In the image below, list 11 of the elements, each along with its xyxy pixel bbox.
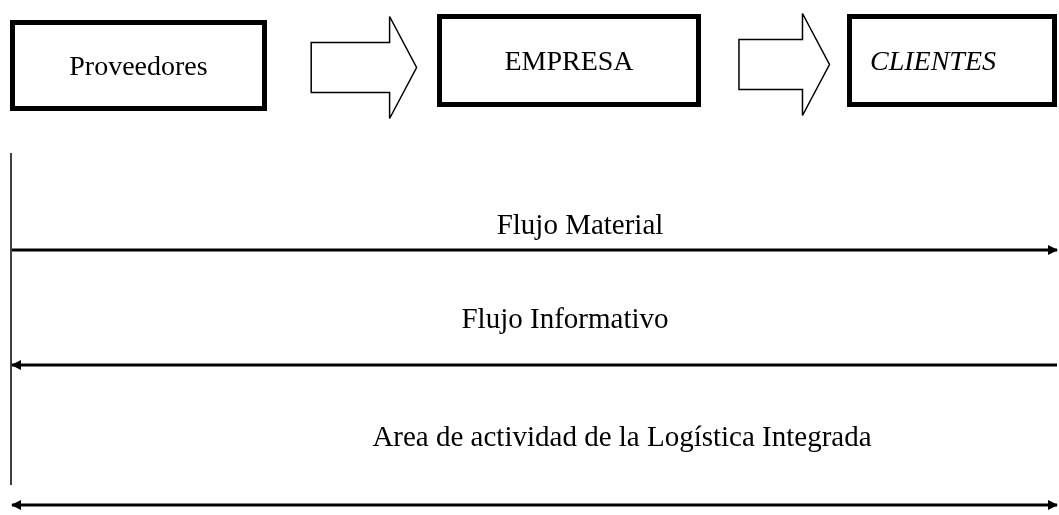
entity-name: EMPRESA [504,44,634,77]
block-arrow [738,12,831,117]
block-arrow [310,15,418,120]
entity-box [437,14,701,107]
entity-name: CLIENTES [870,44,997,77]
entity-box [847,14,1057,107]
flow-label: Flujo Informativo [461,302,669,335]
entity-name: Proveedores [69,49,208,82]
entity-box [10,20,267,111]
flow-label: Flujo Material [496,208,664,241]
flow-label: Area de actividad de la Logística Integrada [372,420,872,453]
